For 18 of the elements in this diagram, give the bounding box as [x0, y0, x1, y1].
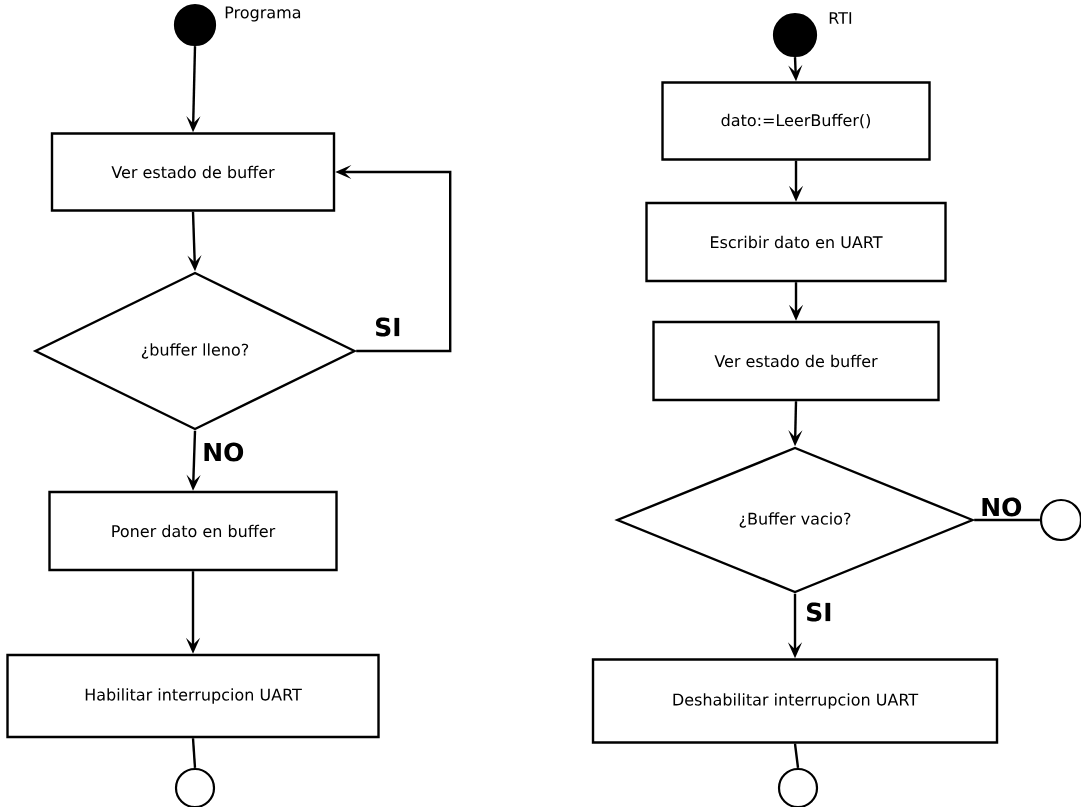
start-dot [173, 3, 217, 47]
process-box: Deshabilitar interrupcion UART [591, 658, 999, 744]
process-box: Ver estado de buffer [652, 320, 940, 402]
edge-label: NO [204, 442, 244, 462]
start-dot [772, 12, 818, 58]
process-box: Habilitar interrupcion UART [6, 653, 380, 739]
edge-label: SI [376, 317, 400, 337]
connector-line [793, 743, 800, 769]
process-box: Ver estado de buffer [50, 132, 336, 212]
process-box: Poner dato en buffer [48, 490, 338, 572]
beside-label: Programa [225, 6, 301, 22]
process-box: Escribir dato en UART [645, 201, 947, 283]
connector-line [974, 518, 1040, 522]
edge-label: NO [982, 497, 1022, 517]
process-box: dato:=LeerBuffer() [661, 81, 931, 161]
edge-label: SI [807, 602, 831, 622]
beside-label: RTI [829, 12, 852, 24]
connector-line [191, 738, 197, 768]
